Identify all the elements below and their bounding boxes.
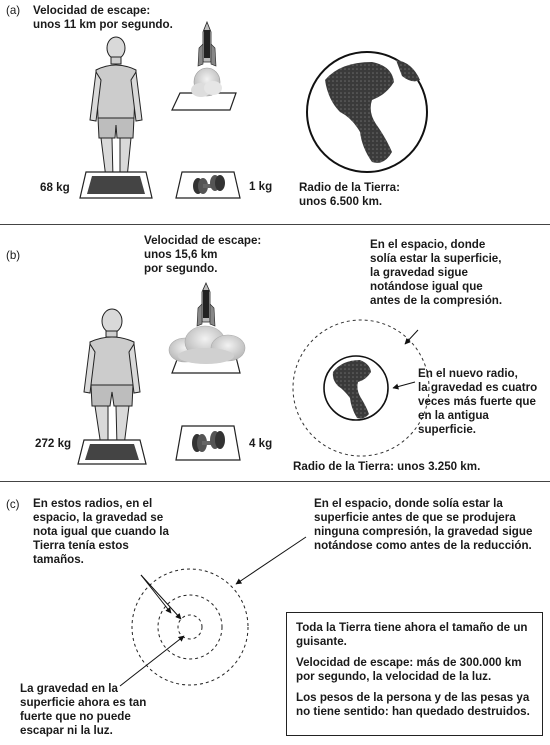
panel-a-weights-weight: 1 kg (249, 180, 273, 193)
info-box-p2-line1: Velocidad de escape: más de 300.000 km (296, 656, 522, 669)
info-box (286, 612, 543, 736)
panel-b-person-weight: 272 kg (35, 437, 72, 450)
scale-b (77, 439, 147, 465)
divider-a-b (0, 224, 550, 225)
info-box-p2-line2: por segundo, la velocidad de la luz. (296, 670, 492, 683)
panel-c-bottom-line2: superficie ahora es tan (20, 696, 147, 709)
weights-a (175, 171, 241, 199)
panel-c-left-line4: Tierra tenía estos (33, 539, 129, 552)
panel-a-radius-value: unos 6.500 km. (299, 195, 383, 208)
arrow-c3 (235, 536, 307, 585)
info-box-p3-line2: no tiene sentido: han quedado destruidos… (296, 705, 530, 718)
panel-a-person-weight: 68 kg (40, 181, 70, 194)
panel-b-new-line1: En el nuevo radio, (418, 367, 518, 380)
weights-b (175, 425, 241, 461)
info-box-p1-line1: Toda la Tierra tiene ahora el tamaño de … (296, 621, 528, 634)
panel-b-space-line1: En el espacio, donde (370, 238, 486, 251)
arrow-space-b (404, 329, 419, 345)
panel-a-radius-title: Radio de la Tierra: (299, 181, 400, 194)
panel-c-left-line1: En estos radios, en el (33, 497, 153, 510)
panel-c-bottom-line3: fuerte que no puede (20, 710, 131, 723)
panel-b-space-line3: la gravedad sigue (370, 266, 468, 279)
panel-b-radius: Radio de la Tierra: unos 3.250 km. (293, 460, 481, 473)
panel-c-left-line3: nota igual que cuando la (33, 525, 169, 538)
earth-b (292, 319, 430, 457)
arrow-c2 (140, 574, 182, 620)
panel-c-bottom-line1: La gravedad en la (20, 682, 118, 695)
info-box-p1-line2: guisante. (296, 635, 347, 648)
panel-b-escape-title: Velocidad de escape: (144, 234, 262, 247)
earth-a (306, 51, 428, 173)
panel-c-right-line4: notándose como antes de la reducción. (314, 539, 532, 552)
panel-b-space-line4: notándose igual que (370, 280, 483, 293)
panel-c-bottom-line4: escapar ni la luz. (20, 724, 113, 737)
panel-a-escape-value: unos 11 km por segundo. (33, 18, 173, 31)
panel-c-left-line5: tamaños. (33, 553, 84, 566)
person-figure-a (89, 36, 143, 187)
panel-b-escape-value: unos 15,6 km (144, 248, 218, 261)
arrow-c1 (140, 574, 172, 614)
scale-a (79, 171, 153, 199)
arrow-radius-b (392, 381, 416, 390)
panel-b-escape-unit: por segundo. (144, 262, 218, 275)
panel-c-right-line2: superficie antes de que se produjera (314, 511, 516, 524)
panel-c-left-line2: espacio, la gravedad se (33, 511, 164, 524)
panel-b-new-line4: en la antigua (418, 409, 489, 422)
panel-b-new-line3: veces más fuerte que (418, 395, 536, 408)
arrow-c4 (119, 635, 185, 687)
panel-c-right-line1: En el espacio, donde solía estar la (314, 497, 503, 510)
panel-c-label: (c) (6, 498, 20, 511)
rocket-a (171, 20, 237, 111)
concentric-circles-c (131, 568, 249, 686)
panel-b-weights-weight: 4 kg (249, 437, 273, 450)
panel-c-right-line3: ninguna compresión, la gravedad sigue (314, 525, 533, 538)
panel-b-space-line2: solía estar la superficie, (370, 252, 502, 265)
panel-a-escape-title: Velocidad de escape: (33, 4, 151, 17)
panel-b-space-line5: antes de la compresión. (370, 294, 503, 307)
divider-b-c (0, 481, 550, 482)
info-box-p3-line1: Los pesos de la persona y de las pesas y… (296, 691, 530, 704)
panel-a-label: (a) (6, 4, 21, 17)
panel-b-label: (b) (6, 249, 21, 262)
panel-b-new-line5: superficie. (418, 423, 476, 436)
panel-b-new-line2: la gravedad es cuatro (418, 381, 538, 394)
person-figure-b (83, 308, 141, 456)
rocket-b (168, 282, 246, 374)
